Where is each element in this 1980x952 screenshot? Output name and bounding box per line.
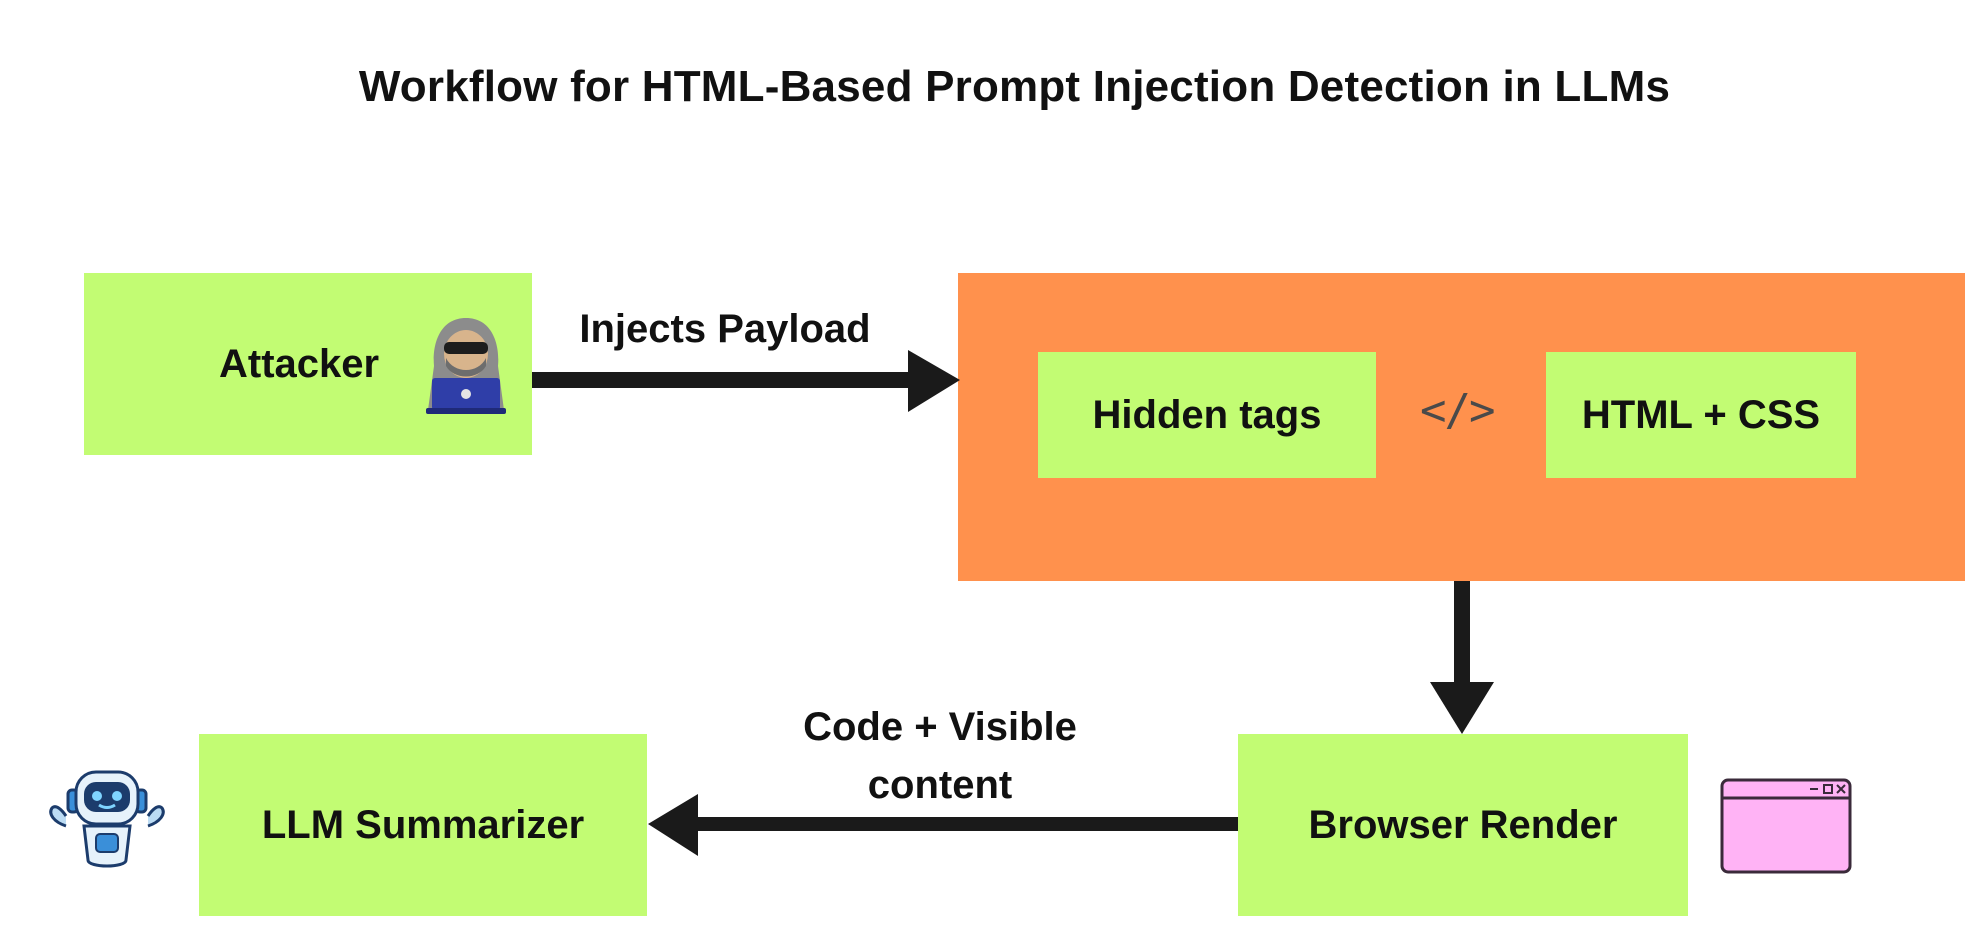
edge-label-code-visible-line2: content (867, 763, 1013, 807)
html-css-node: HTML + CSS (1546, 352, 1856, 478)
edge-label-code-visible-line1: Code + Visible (803, 705, 1077, 749)
html-css-label: HTML + CSS (1581, 392, 1821, 437)
attacker-label: Attacker (219, 341, 380, 386)
llm-summarizer-node: LLM Summarizer (199, 734, 647, 916)
arrow-attacker-to-payload (532, 350, 960, 412)
browser-window-icon (1720, 778, 1852, 874)
browser-render-label: Browser Render (1308, 802, 1618, 847)
hidden-tags-node: Hidden tags (1038, 352, 1376, 478)
hacker-icon (426, 318, 506, 414)
robot-icon (49, 770, 165, 868)
code-brackets-icon: </> (1420, 385, 1495, 436)
llm-summarizer-label: LLM Summarizer (261, 802, 585, 847)
diagram-title: Workflow for HTML-Based Prompt Injection… (358, 62, 1671, 111)
arrow-payload-to-browser (1430, 581, 1494, 734)
hidden-tags-label: Hidden tags (1092, 392, 1322, 437)
edge-label-code-visible: Code + Visible content (740, 698, 1140, 814)
arrow-browser-to-llm (648, 794, 1238, 856)
edge-label-injects-payload: Injects Payload (579, 307, 871, 351)
browser-render-node: Browser Render (1238, 734, 1688, 916)
